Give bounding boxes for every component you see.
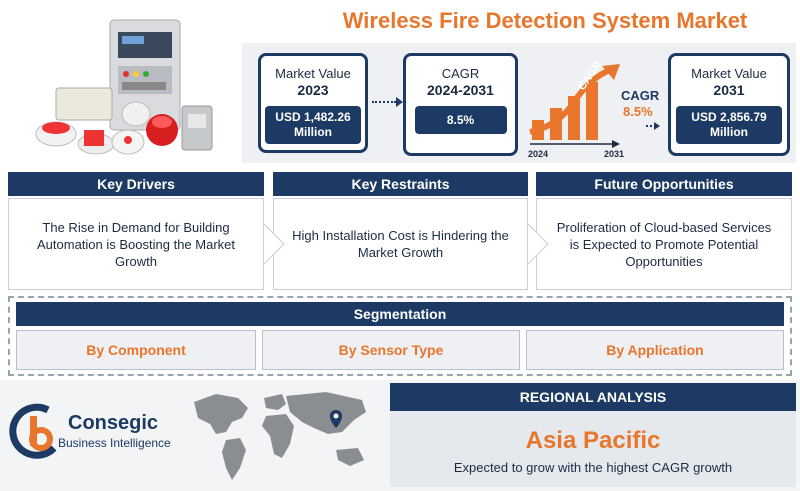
segment-by-sensor-type: By Sensor Type [262, 330, 520, 370]
market-value-2023-card: Market Value 2023 USD 1,482.26 Million [258, 53, 368, 153]
region-description: Expected to grow with the highest CAGR g… [453, 460, 733, 475]
chevron-right-icon [527, 223, 549, 265]
key-restraints-text: High Installation Cost is Hindering the … [292, 228, 509, 260]
market-value-2031-year: 2031 [713, 82, 745, 98]
key-restraints-heading: Key Restraints [273, 172, 528, 196]
chevron-right-icon [263, 223, 285, 265]
start-year-label: 2024 [528, 149, 549, 159]
end-year-label: 2031 [604, 149, 625, 159]
region-name: Asia Pacific [525, 427, 661, 454]
cagr-label: CAGR [441, 66, 480, 81]
key-drivers-heading: Key Drivers [8, 172, 264, 196]
cagr-growth-graphic [529, 64, 660, 148]
regional-analysis-heading: REGIONAL ANALYSIS [390, 383, 796, 411]
market-value-2031-value: USD 2,856.79 Million [676, 106, 782, 144]
fire-detection-products-image [35, 19, 213, 155]
market-value-2031-card: Market Value 2031 USD 2,856.79 Million [668, 53, 790, 156]
brand-tagline: Business Intelligence [58, 436, 171, 450]
cagr-side-value: 8.5% [623, 104, 653, 119]
market-value-2023-value: USD 1,482.26 Million [265, 106, 361, 144]
segmentation-heading: Segmentation [16, 302, 784, 326]
page-title: Wireless Fire Detection System Market [342, 8, 748, 33]
brand-name: Consegic [68, 412, 159, 434]
connector-arrow-icon [396, 97, 403, 107]
cagr-period: 2024-2031 [427, 82, 494, 98]
key-drivers-card: The Rise in Demand for Building Automati… [8, 198, 264, 290]
future-opportunities-card: Proliferation of Cloud-based Services is… [536, 198, 792, 290]
future-opportunities-text: Proliferation of Cloud-based Services is… [556, 219, 772, 269]
future-opportunities-heading: Future Opportunities [536, 172, 792, 196]
market-value-2031-label: Market Value [691, 66, 767, 81]
cagr-card: CAGR 2024-2031 8.5% [403, 53, 518, 156]
consegic-logo-icon [9, 403, 57, 459]
segmentation-section [8, 296, 792, 376]
market-value-2023-label: Market Value [275, 66, 351, 81]
key-drivers-text: The Rise in Demand for Building Automati… [37, 219, 235, 269]
cagr-value: 8.5% [414, 106, 507, 134]
connector-dots [372, 101, 396, 103]
segment-by-component: By Component [16, 330, 256, 370]
key-restraints-card: High Installation Cost is Hindering the … [273, 198, 528, 290]
world-map-image [194, 392, 366, 480]
market-value-2023-year: 2023 [297, 82, 329, 98]
segment-by-application: By Application [526, 330, 784, 370]
cagr-side-label: CAGR [621, 88, 660, 103]
